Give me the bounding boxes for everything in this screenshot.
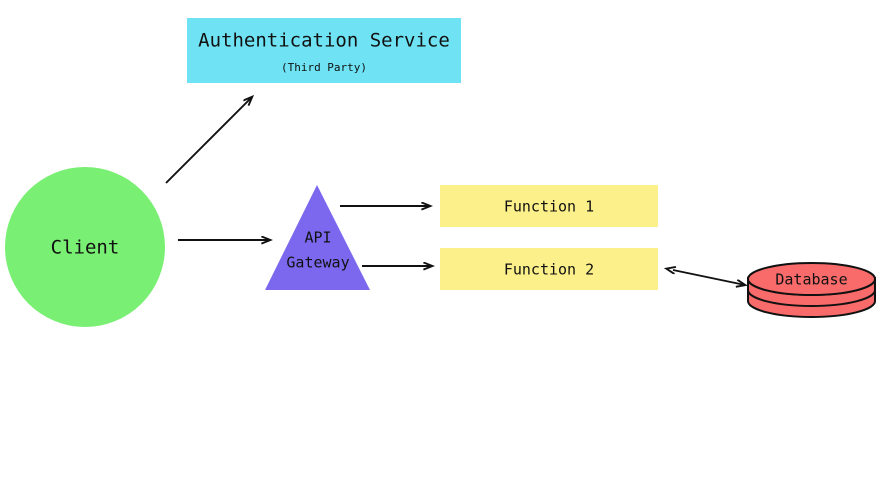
api-gateway-triangle[interactable] xyxy=(265,185,370,290)
edge-client-to-auth xyxy=(165,97,252,184)
function-1-box[interactable] xyxy=(440,185,658,227)
auth-service-subtitle: (Third Party) xyxy=(281,61,367,74)
auth-service-title: Authentication Service xyxy=(198,30,450,52)
node-function-1[interactable]: Function 1 xyxy=(440,185,658,227)
node-auth-service[interactable]: Authentication Service (Third Party) xyxy=(187,18,461,83)
database-top-ellipse[interactable] xyxy=(747,262,876,296)
function-1-label: Function 1 xyxy=(504,198,594,216)
node-client[interactable]: Client xyxy=(5,167,165,327)
function-2-label: Function 2 xyxy=(504,261,594,279)
client-circle[interactable] xyxy=(5,167,165,327)
function-2-box[interactable] xyxy=(440,248,658,290)
database-label: Database xyxy=(775,271,847,289)
auth-service-box[interactable] xyxy=(187,18,461,83)
edge-client-to-auth-line xyxy=(165,97,252,184)
edge-function-2-to-database xyxy=(673,270,745,285)
node-database[interactable]: Database xyxy=(746,262,877,318)
node-api-gateway[interactable]: API Gateway xyxy=(265,185,370,290)
client-label: Client xyxy=(51,237,120,259)
api-gateway-label-line1: API xyxy=(304,229,331,247)
node-function-2[interactable]: Function 2 xyxy=(440,248,658,290)
api-gateway-label-line2: Gateway xyxy=(286,254,349,272)
edge-function-2-to-database-line xyxy=(673,270,745,285)
